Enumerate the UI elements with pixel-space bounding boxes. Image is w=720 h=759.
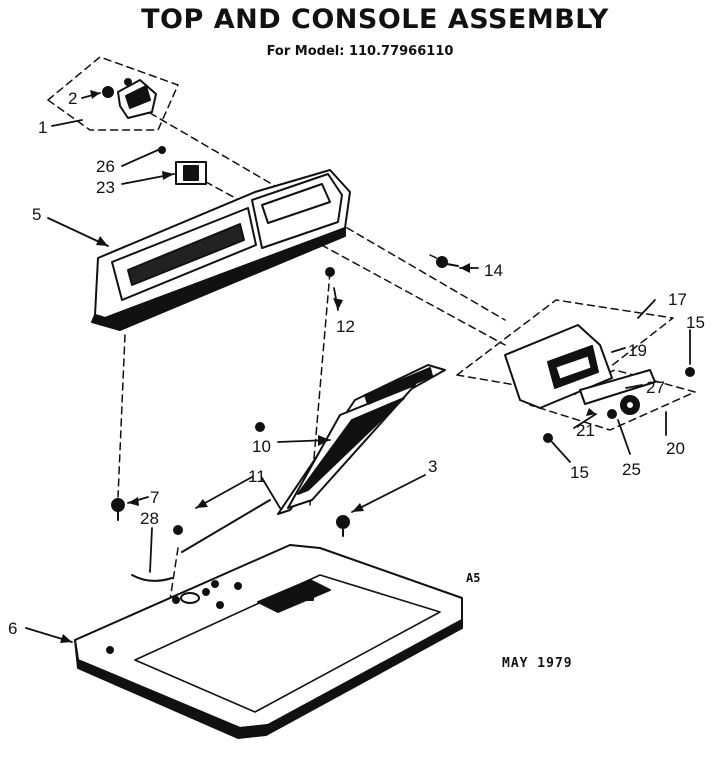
callout-2: 2: [68, 89, 77, 108]
callout-28: 28: [140, 509, 159, 528]
callout-23: 23: [96, 178, 115, 197]
screw-3: [336, 515, 350, 537]
callout-14: 14: [484, 261, 503, 280]
revision-date: MAY 1979: [502, 656, 573, 671]
callout-17: 17: [668, 290, 687, 309]
callout-11: 11: [248, 467, 266, 486]
callout-20: 20: [666, 439, 685, 458]
callout-labels: 2 1 26 23 5 14 12 17 15 19 27 20 21 25 1…: [8, 89, 705, 638]
callout-1: 1: [38, 118, 47, 137]
callout-21: 21: [576, 421, 595, 440]
callout-3: 3: [428, 457, 437, 476]
screw-14: [436, 256, 459, 268]
arrowheads: [60, 90, 596, 643]
filter-part: [277, 364, 446, 515]
callout-10: 10: [252, 437, 271, 456]
callout-6: 6: [8, 619, 17, 638]
model-number: For Model: 110.77966110: [266, 44, 454, 59]
screw-12: [325, 267, 335, 277]
callout-19: 19: [628, 341, 647, 360]
figure-code: A5: [466, 571, 481, 585]
wire-harness-part: [131, 499, 271, 582]
callout-7: 7: [150, 488, 159, 507]
screw-10: [255, 422, 265, 432]
timer-housing-part: [504, 324, 695, 443]
screw-7: [111, 498, 125, 521]
top-panel-part: [74, 544, 463, 739]
callout-12: 12: [336, 317, 355, 336]
callout-26: 26: [96, 157, 115, 176]
callout-27: 27: [646, 378, 665, 397]
callout-5: 5: [32, 205, 41, 224]
callout-15a: 15: [686, 313, 705, 332]
callout-15b: 15: [570, 463, 589, 482]
callout-25: 25: [622, 460, 641, 479]
switch-part: [158, 146, 207, 185]
diagram-title: TOP AND CONSOLE ASSEMBLY: [141, 4, 609, 35]
console-backsplash-part: [91, 169, 351, 331]
control-bracket-part: [102, 78, 157, 119]
